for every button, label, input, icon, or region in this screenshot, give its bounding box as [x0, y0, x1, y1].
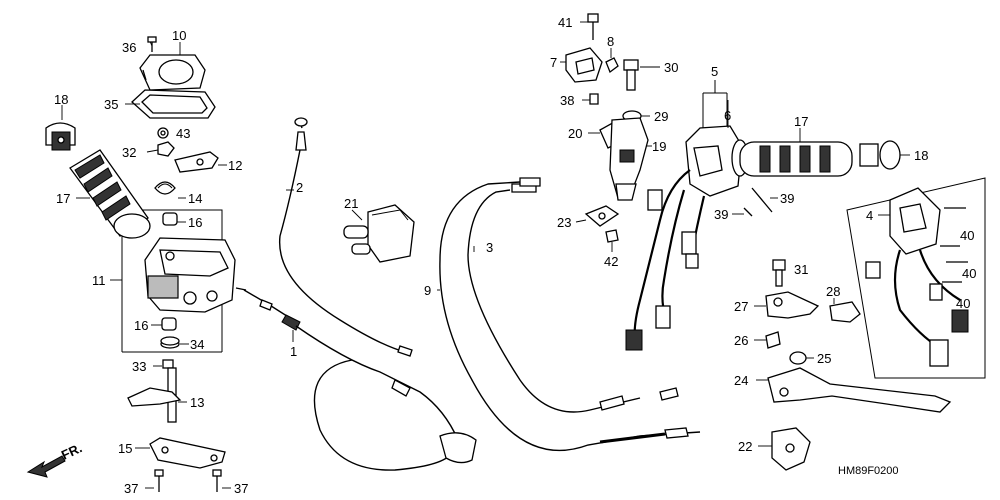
callout-30: 30	[664, 60, 678, 75]
part-42-nut	[605, 229, 619, 252]
part-18-end-plug-left	[45, 105, 76, 151]
callout-22: 22	[738, 439, 752, 454]
callout-17a: 17	[56, 191, 70, 206]
part-12-lever	[174, 151, 227, 173]
callout-16b: 16	[134, 318, 148, 333]
part-19-holder	[609, 117, 652, 201]
part-23-clamp	[575, 205, 620, 227]
part-34-washer	[160, 336, 189, 349]
part-31-bolt	[772, 259, 786, 287]
part-25-cap	[789, 351, 814, 365]
callout-25: 25	[817, 351, 831, 366]
part-8-clip	[605, 48, 619, 74]
part-17-grip-left	[69, 149, 151, 239]
callout-39b: 39	[780, 191, 794, 206]
part-36-screw	[147, 36, 157, 52]
callout-29: 29	[654, 109, 668, 124]
callout-43: 43	[176, 126, 190, 141]
callout-1: 1	[290, 344, 297, 359]
part-13-throttle-lever	[127, 367, 187, 423]
callout-15: 15	[118, 441, 132, 456]
cable-3	[467, 183, 679, 413]
callout-17b: 17	[794, 114, 808, 129]
callout-23: 23	[557, 215, 571, 230]
callout-36: 36	[122, 40, 136, 55]
callout-20: 20	[568, 126, 582, 141]
part-35-gasket	[125, 89, 216, 119]
callout-6: 6	[724, 108, 731, 123]
part-26-clip	[754, 331, 781, 349]
callout-12: 12	[228, 158, 242, 173]
callout-18a: 18	[54, 92, 68, 107]
callout-35: 35	[104, 97, 118, 112]
callout-38: 38	[560, 93, 574, 108]
cable-1-throttle	[243, 289, 477, 471]
part-18-end-plug-right	[859, 140, 910, 170]
cable-9	[437, 177, 701, 452]
callout-8: 8	[607, 34, 614, 49]
callout-40c: 40	[956, 296, 970, 311]
callout-24: 24	[734, 373, 748, 388]
part-17-grip-right	[739, 128, 853, 177]
callout-40b: 40	[962, 266, 976, 281]
part-37-screws	[145, 469, 231, 492]
cable-2	[278, 117, 413, 357]
callout-16a: 16	[188, 215, 202, 230]
part-5-6-switch-assembly	[625, 80, 749, 351]
diagram-code: HM89F0200	[838, 465, 899, 477]
callout-14: 14	[188, 191, 202, 206]
callout-3: 3	[486, 240, 493, 255]
callout-4: 4	[866, 208, 873, 223]
part-32-collar	[146, 141, 175, 157]
part-28-cover	[829, 298, 861, 323]
callout-27: 27	[734, 299, 748, 314]
callout-19: 19	[652, 139, 666, 154]
part-11-throttle-housing	[144, 237, 247, 313]
callout-37a: 37	[124, 481, 138, 496]
callout-9: 9	[424, 283, 431, 298]
callout-11: 11	[92, 273, 106, 288]
callout-32: 32	[122, 145, 136, 160]
part-24-brake-lever	[756, 367, 952, 413]
callout-39a: 39	[714, 207, 728, 222]
callout-10: 10	[172, 28, 186, 43]
part-43-nut	[157, 127, 169, 139]
part-39-screws	[732, 187, 778, 217]
callout-18b: 18	[914, 148, 928, 163]
callout-labels: 1 2 3 4 5 6 7 8 9 10 11 12 13 14 15 16 1…	[54, 15, 976, 496]
part-16-seal-upper	[162, 212, 186, 226]
part-14-spring	[154, 181, 186, 199]
part-7-bracket	[560, 47, 603, 83]
callout-28: 28	[826, 284, 840, 299]
part-38-bolt	[582, 93, 599, 105]
part-41-screw	[580, 13, 599, 40]
part-15-plate	[135, 437, 226, 469]
part-22-holder	[758, 427, 811, 471]
part-10-cover	[139, 42, 206, 91]
callout-7: 7	[550, 55, 557, 70]
callout-31: 31	[794, 262, 808, 277]
throttle-housing-group	[110, 36, 247, 492]
part-21-switch	[343, 204, 415, 263]
part-4-inset	[846, 177, 986, 379]
callout-26: 26	[734, 333, 748, 348]
part-30-bolt	[623, 59, 660, 91]
part-27-lever-arm	[754, 291, 820, 319]
fr-label: FR.	[59, 440, 84, 462]
front-direction-arrow	[26, 455, 66, 478]
callout-33: 33	[132, 359, 146, 374]
callout-41: 41	[558, 15, 572, 30]
part-16-seal-lower	[151, 317, 177, 331]
callout-5: 5	[711, 64, 718, 79]
part-33-pin	[153, 359, 174, 369]
callout-2: 2	[296, 180, 303, 195]
callout-37b: 37	[234, 481, 248, 496]
callout-21: 21	[344, 196, 358, 211]
callout-13: 13	[190, 395, 204, 410]
callout-34: 34	[190, 337, 204, 352]
callout-40a: 40	[960, 228, 974, 243]
callout-42: 42	[604, 254, 618, 269]
